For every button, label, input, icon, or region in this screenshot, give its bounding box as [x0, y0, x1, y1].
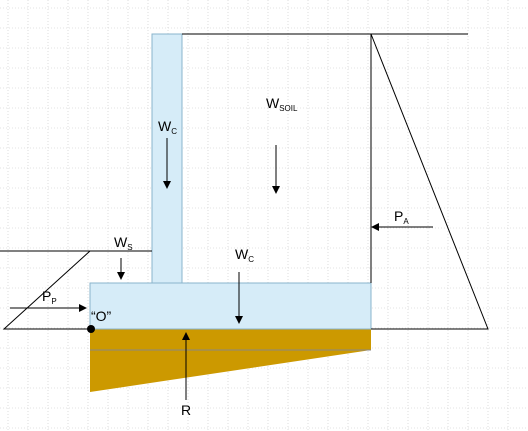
- label-wsoil: WSOIL: [266, 95, 298, 113]
- label-ws: WS: [114, 234, 133, 252]
- label-pa: PA: [394, 208, 409, 226]
- label-wc-footing: WC: [235, 246, 254, 264]
- footing-slab: [89, 282, 372, 330]
- label-wc-stem: WC: [158, 118, 177, 136]
- active-pressure-diagram: [370, 33, 489, 330]
- passive-pressure-diagram: [2, 250, 91, 330]
- origin-point: [87, 325, 95, 333]
- label-pp: PP: [42, 288, 57, 306]
- foundation-soil-wedge: [90, 329, 371, 392]
- label-reaction: R: [181, 402, 191, 418]
- label-origin: “O”: [91, 308, 112, 324]
